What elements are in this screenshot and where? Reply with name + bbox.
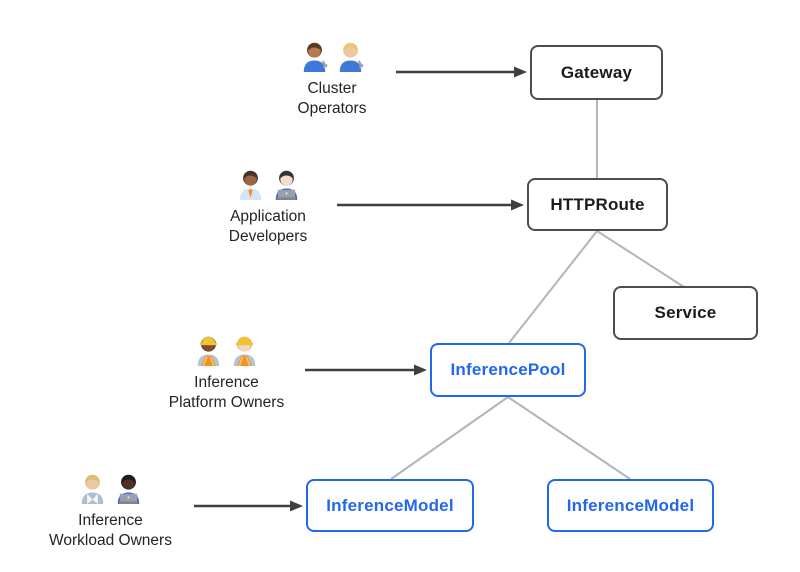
application-developers-emoji-pair: [234, 166, 303, 200]
cluster-operators-label-line1: Cluster: [307, 80, 357, 97]
application-developers-label-line2: Developers: [228, 227, 308, 245]
actor-inference-platform-owners: Inference Platform Owners: [134, 332, 319, 413]
arrow-cluster-operators-to-gateway: [396, 66, 527, 78]
arrow-application-developers-to-httproute: [337, 199, 524, 211]
inference-platform-owners-label-line1: Inference: [194, 374, 259, 391]
application-developers-label: Application Developers: [229, 207, 307, 247]
gateway-label: Gateway: [560, 62, 633, 82]
application-developers-label-line1: Application: [230, 208, 306, 225]
inference-workload-owners-emoji-pair: [76, 470, 145, 504]
man-mechanic-emoji-icon: [303, 42, 328, 72]
connector-httproute-to-service: [596, 230, 685, 288]
connector-inferencepool-to-inferencemodel-right: [507, 396, 631, 480]
service-label: Service: [654, 303, 717, 322]
inferencepool-node: InferencePool: [430, 343, 586, 397]
actor-application-developers: Application Developers: [188, 166, 348, 247]
httproute-label: HTTPRoute: [550, 194, 645, 214]
cluster-operators-emoji-pair: [298, 38, 367, 72]
inference-platform-owners-emoji-pair: [192, 332, 261, 366]
connector-httproute-to-inferencepool: [508, 230, 598, 344]
inference-platform-owners-label-line2: Platform Owners: [168, 393, 285, 411]
cluster-operators-label-line2: Operators: [297, 99, 367, 117]
inference-workload-owners-label: Inference Workload Owners: [49, 511, 172, 551]
service-node: Service: [613, 286, 758, 340]
actor-cluster-operators: Cluster Operators: [252, 38, 412, 119]
woman-technologist-emoji-icon: [275, 170, 297, 200]
inferencemodel-right-label: InferenceModel: [566, 495, 695, 515]
actor-inference-workload-owners: Inference Workload Owners: [18, 470, 203, 551]
woman-mechanic-emoji-icon: [339, 42, 364, 72]
inferencemodel-left-node: InferenceModel: [306, 479, 474, 532]
inferencepool-label: InferencePool: [450, 360, 566, 379]
inferencemodel-left-label: InferenceModel: [326, 495, 454, 515]
inference-workload-owners-label-line2: Workload Owners: [49, 531, 172, 549]
arrow-inference-workload-owners-to-inferencemodel: [194, 500, 303, 512]
connector-inferencepool-to-inferencemodel-left: [390, 396, 509, 480]
man-technologist-emoji-icon: [117, 474, 140, 504]
httproute-node: HTTPRoute: [527, 178, 668, 231]
woman-construction-worker-emoji-icon: [197, 336, 220, 366]
inferencemodel-right-node: InferenceModel: [547, 479, 714, 532]
man-construction-worker-emoji-icon: [233, 336, 256, 366]
gateway-node: Gateway: [530, 45, 663, 100]
inference-workload-owners-label-line1: Inference: [78, 512, 143, 529]
health-worker-emoji-icon: [81, 474, 104, 504]
arrow-inference-platform-owners-to-inferencepool: [305, 364, 427, 376]
man-office-worker-emoji-icon: [239, 170, 261, 200]
cluster-operators-label: Cluster Operators: [298, 79, 367, 119]
inference-platform-owners-label: Inference Platform Owners: [169, 373, 284, 413]
